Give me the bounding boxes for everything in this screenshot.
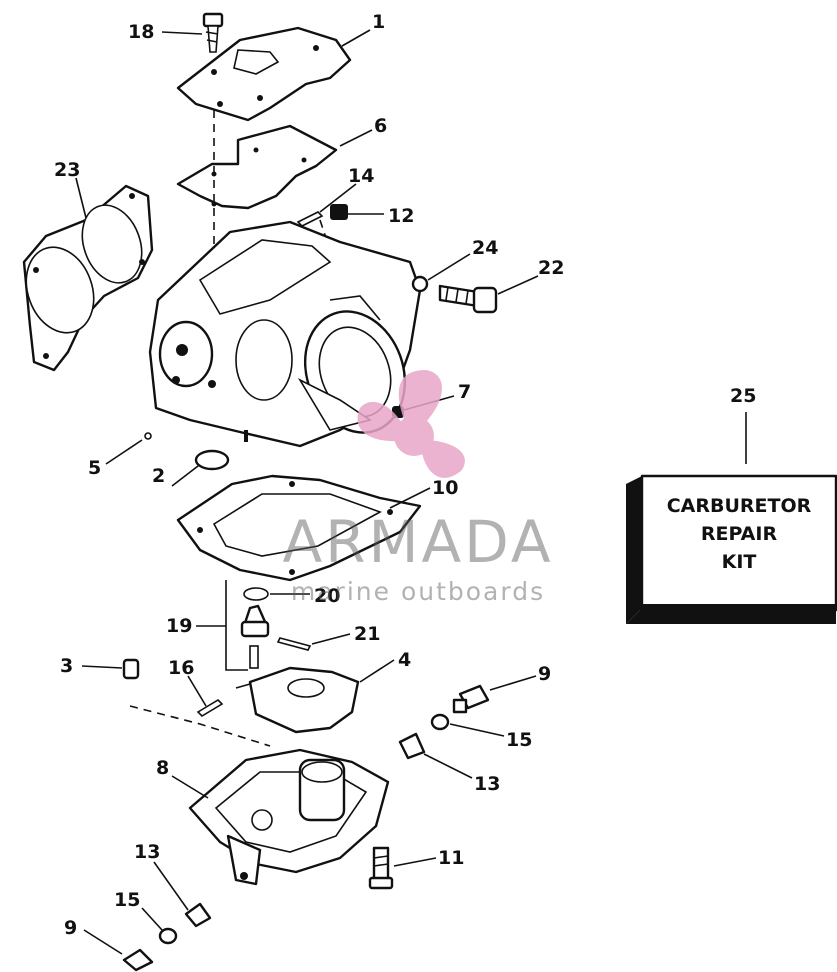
part-21-clip [276,637,312,651]
callout-16: 16 [168,657,194,679]
part-18-screw [202,12,224,53]
part-13-plug-upper [398,732,426,760]
part-19-needle-assembly [240,587,270,669]
part-23-gasket [22,184,154,372]
watermark-name: ARMADA [282,508,553,576]
callout-numbers: 1 2 3 4 5 6 7 8 9 9 10 11 12 13 13 15 15… [54,11,756,939]
part-13-plug-lower [184,902,212,928]
part-2-plug [194,449,230,471]
callout-9-upper: 9 [538,663,551,685]
part-6-gasket [176,124,338,210]
part-9-screw-lower [122,948,154,972]
callout-9-lower: 9 [64,917,77,939]
part-25-repair-kit: CARBURETOR REPAIR KIT [626,474,837,624]
kit-label-line3: KIT [722,551,757,573]
callout-20: 20 [314,585,340,607]
callout-10: 10 [432,477,458,499]
callout-15-upper: 15 [506,729,532,751]
callout-8: 8 [156,757,169,779]
part-22-screw [438,284,498,314]
callout-13-lower: 13 [134,841,160,863]
part-12-plug [330,204,348,220]
part-9-screw-upper [452,684,490,714]
part-8-float-bowl [188,748,390,886]
callout-23: 23 [54,159,80,181]
part-3-jet [122,658,140,680]
callout-22: 22 [538,257,564,279]
kit-label-line2: REPAIR [701,523,778,545]
part-5-ball [144,432,152,440]
callout-13-upper: 13 [474,773,500,795]
callout-2: 2 [152,465,165,487]
propeller-logo-icon [357,370,465,478]
part-15-washer-lower [158,927,178,945]
watermark: ARMADA marine outboards [282,370,553,606]
callout-19: 19 [166,615,192,637]
callout-11: 11 [438,847,464,869]
callout-24: 24 [472,237,498,259]
part-24-washer [411,275,429,293]
callout-6: 6 [374,115,387,137]
part-10-gasket [176,474,422,582]
callout-14: 14 [348,165,374,187]
callout-25: 25 [730,385,756,407]
part-1-cover [176,26,352,122]
callout-7: 7 [458,381,471,403]
part-4-float [235,666,360,734]
leader-lines [75,29,747,955]
callout-3: 3 [60,655,73,677]
callout-18: 18 [128,21,154,43]
callout-15-lower: 15 [114,889,140,911]
watermark-tagline: marine outboards [291,577,545,606]
part-15-washer-upper [430,713,450,731]
kit-label-line1: CARBURETOR [667,495,812,517]
callout-5: 5 [88,457,101,479]
part-11-screw [368,846,394,890]
part-16-pin [196,698,224,718]
callout-12: 12 [388,205,414,227]
carburetor-body [148,220,422,448]
part-14-pin [296,211,324,227]
callout-21: 21 [354,623,380,645]
callout-4: 4 [398,649,411,671]
callout-1: 1 [372,11,385,33]
